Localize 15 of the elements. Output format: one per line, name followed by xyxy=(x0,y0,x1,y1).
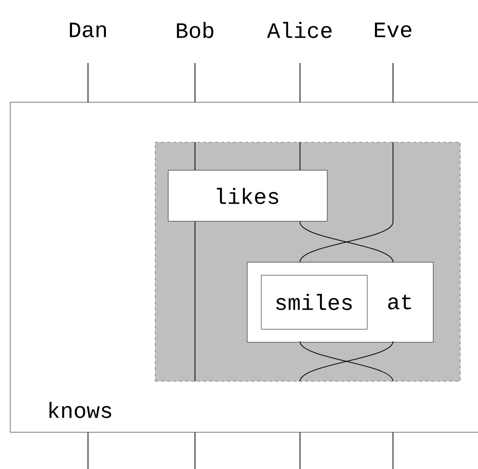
wire xyxy=(194,432,196,469)
process-box: smiles xyxy=(261,275,368,330)
wire-label: Dan xyxy=(70,22,106,38)
wire xyxy=(194,221,196,382)
wire-label: Eve xyxy=(374,22,412,38)
wire xyxy=(300,142,394,262)
wire-label: Alice xyxy=(267,22,332,38)
wire xyxy=(392,432,394,469)
wire xyxy=(392,62,394,102)
wire-label: Bob xyxy=(176,22,214,38)
wire-crossing xyxy=(300,341,394,382)
wire xyxy=(194,62,196,102)
wire xyxy=(300,221,394,262)
process-box: likes xyxy=(168,170,328,222)
wire xyxy=(194,142,196,170)
